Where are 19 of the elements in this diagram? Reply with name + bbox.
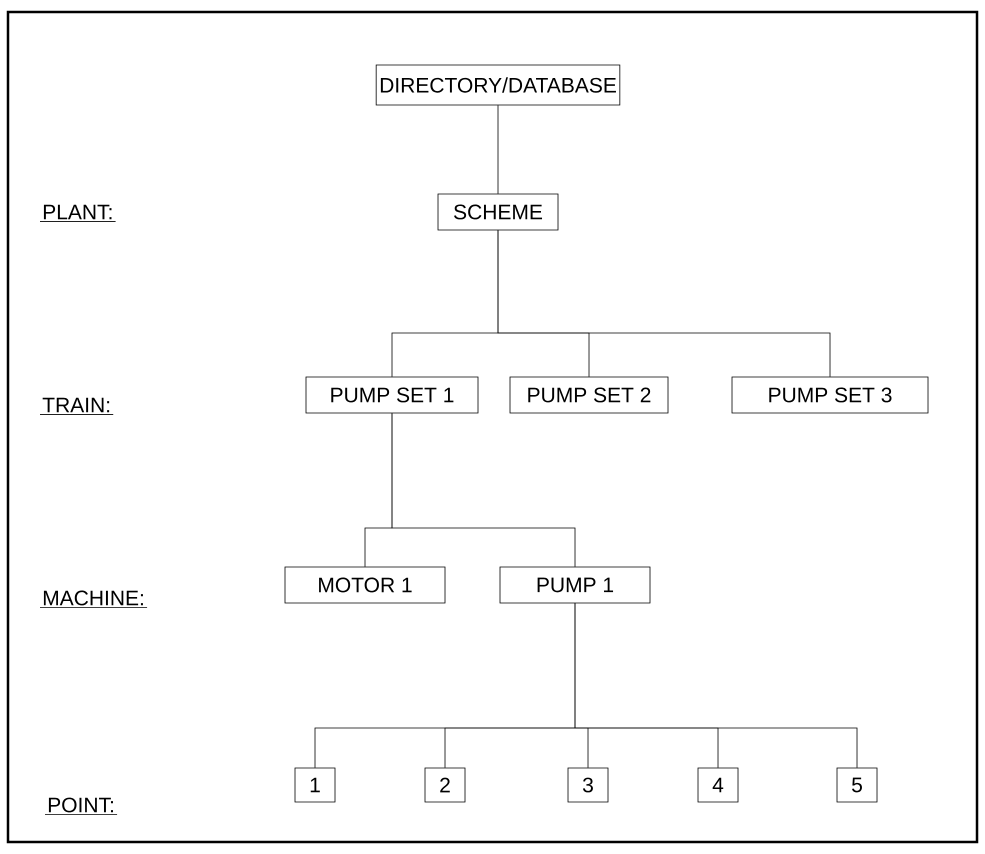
connector	[392, 413, 576, 567]
point-box: 4	[698, 768, 738, 802]
level-label: POINT:	[44, 798, 118, 816]
component-box: PUMP 1	[500, 566, 650, 604]
point-box: 2	[424, 768, 466, 802]
point-box: 3	[568, 768, 608, 802]
point-box: 1	[294, 768, 336, 802]
point-box: 5	[836, 768, 878, 802]
level-label: TRAIN:	[40, 398, 114, 415]
connector	[574, 603, 858, 768]
component-box: SCHEME	[438, 194, 558, 230]
component-box: PUMP SET 1	[306, 376, 478, 414]
level-label: PLANT:	[40, 204, 116, 222]
component-box: PUMP SET 3	[732, 376, 928, 414]
connector	[498, 230, 830, 377]
component-box: MOTOR 1	[284, 566, 446, 604]
root-box: DIRECTORY/DATABASE	[376, 64, 620, 106]
component-box: PUMP SET 2	[510, 376, 668, 414]
level-label: MACHINE:	[40, 590, 148, 608]
